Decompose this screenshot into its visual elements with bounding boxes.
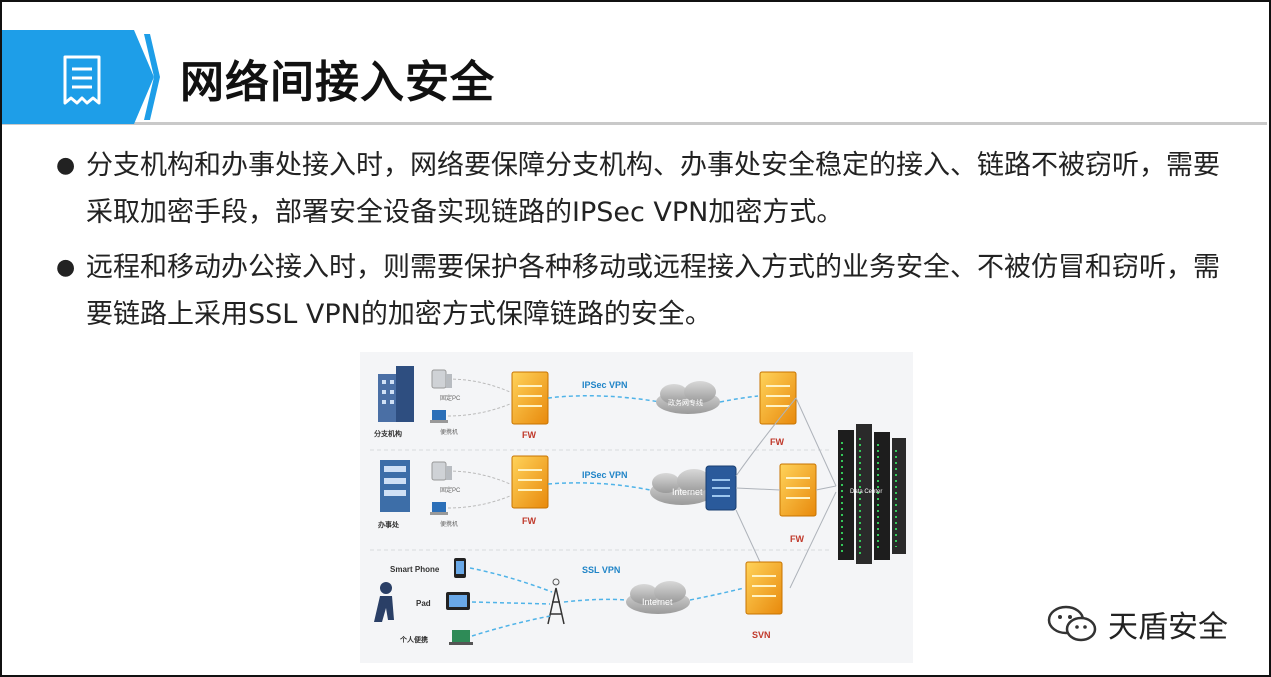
smartphone-label: Smart Phone (390, 565, 440, 574)
personal-label: 个人便携 (399, 635, 428, 644)
watermark: 天盾安全 (1046, 602, 1228, 646)
laptop-label: 便携机 (440, 520, 458, 528)
gov-cloud-label: 政务网专线 (668, 398, 703, 407)
fw-label: FW (522, 430, 536, 440)
fw-label: FW (770, 437, 784, 447)
svn-gateway-icon (745, 561, 783, 615)
firewall-icon (759, 371, 797, 425)
branch-building-icon (378, 366, 414, 422)
cloud-icon (650, 469, 714, 505)
office-building-icon (380, 460, 410, 512)
laptop-label: 便携机 (440, 428, 458, 436)
pc-icon (431, 461, 452, 481)
pc-icon (431, 369, 452, 389)
slide-header: 网络间接入安全 (2, 2, 1267, 125)
pc-label: 固定PC (440, 394, 461, 402)
document-icon (63, 55, 101, 105)
cloud-icon (656, 381, 720, 414)
pad-label: Pad (416, 599, 431, 608)
bullet-item: ● 远程和移动办公接入时，则需要保护各种移动或远程接入方式的业务安全、不被仿冒和… (50, 244, 1240, 338)
office-label: 办事处 (378, 520, 400, 529)
laptop-icon (430, 502, 448, 515)
bullet-item: ● 分支机构和办事处接入时，网络要保障分支机构、办事处安全稳定的接入、链路不被窃… (50, 142, 1240, 236)
router-icon (705, 465, 737, 511)
datacenter-icon (838, 424, 906, 564)
bullet-list: ● 分支机构和办事处接入时，网络要保障分支机构、办事处安全稳定的接入、链路不被窃… (50, 142, 1240, 346)
svn-label: SVN (752, 630, 771, 640)
ipsec-label: IPSec VPN (582, 380, 628, 390)
watermark-text: 天盾安全 (1108, 610, 1228, 645)
bullet-dot-icon: ● (56, 153, 76, 178)
firewall-icon (511, 371, 549, 425)
bullet-text: 分支机构和办事处接入时，网络要保障分支机构、办事处安全稳定的接入、链路不被窃听，… (86, 150, 1220, 228)
laptop-icon (430, 410, 448, 423)
firewall-icon (511, 455, 549, 509)
wechat-icon (1047, 605, 1097, 642)
branch-label: 分支机构 (374, 429, 402, 438)
pc-label: 固定PC (440, 486, 461, 494)
internet-label: Internet (672, 487, 703, 497)
network-diagram: 分支机构 固定PC 便携机 FW IPSec VPN 政务网专线 (360, 352, 913, 663)
firewall-icon (779, 463, 817, 517)
ipsec-label: IPSec VPN (582, 470, 628, 480)
fw-label: FW (522, 516, 536, 526)
datacenter-label: Data Center (850, 489, 882, 495)
smartphone-icon (454, 558, 466, 578)
person-icon (374, 582, 394, 622)
cloud-icon (626, 581, 690, 614)
fw-label: FW (790, 534, 804, 544)
internet-label: Internet (642, 597, 673, 607)
antenna-icon (547, 578, 565, 625)
ssl-label: SSL VPN (582, 565, 620, 575)
bullet-dot-icon: ● (56, 255, 76, 280)
bullet-text: 远程和移动办公接入时，则需要保护各种移动或远程接入方式的业务安全、不被仿冒和窃听… (86, 252, 1220, 330)
tablet-icon (446, 592, 470, 610)
laptop-icon (449, 630, 473, 645)
page-title: 网络间接入安全 (180, 57, 495, 108)
